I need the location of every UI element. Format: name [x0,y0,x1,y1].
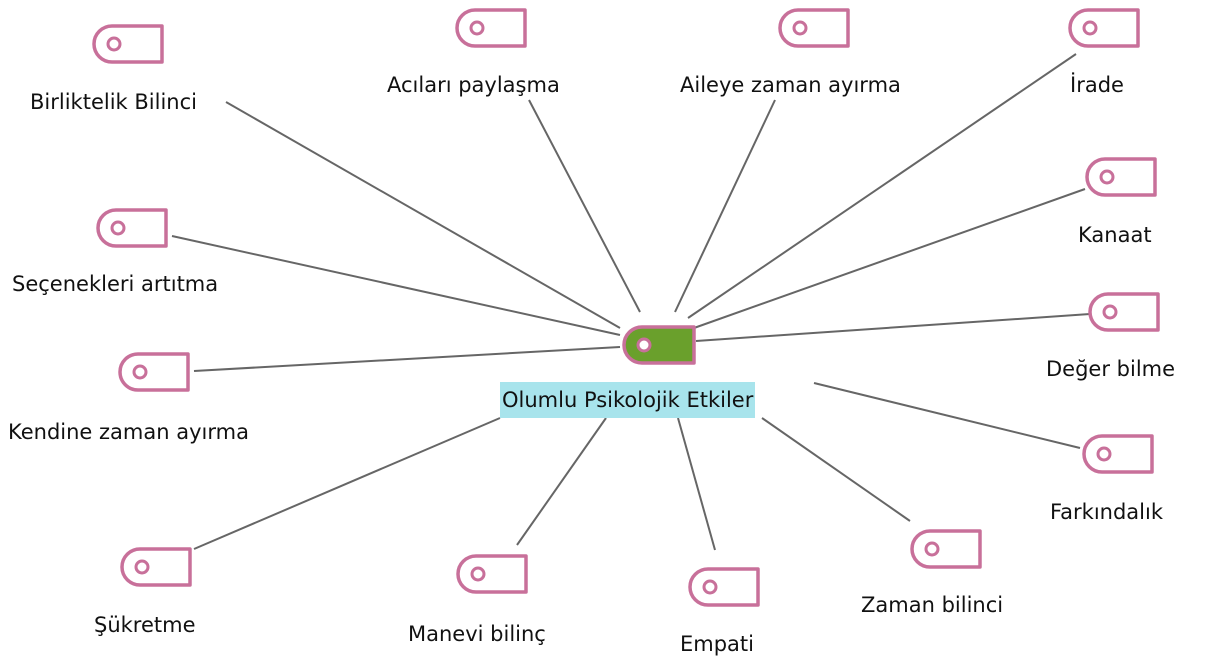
farkindalik-tag-icon[interactable] [1082,434,1154,478]
sukretme-tag-icon[interactable] [120,547,192,591]
aileye-zaman-ayirma-tag-icon[interactable] [778,8,850,52]
connector-zaman [761,417,911,522]
kanaat-tag-icon[interactable] [1085,157,1157,201]
zaman-bilinci-tag-icon[interactable] [910,529,982,573]
kendine-zaman-ayirma-label[interactable]: Kendine zaman ayırma [8,420,249,444]
connector-acilari [528,99,641,313]
deger-bilme-tag-icon[interactable] [1088,292,1160,336]
acilari-paylasma-label[interactable]: Acıları paylaşma [387,73,560,97]
connector-kanaat [693,188,1086,329]
deger-bilme-label[interactable]: Değer bilme [1046,357,1176,381]
birliktelik-bilinci-tag-icon[interactable] [92,24,164,68]
secenekleri-artitma-tag-icon[interactable] [96,208,168,252]
manevi-bilinc-tag-icon[interactable] [456,554,528,598]
irade-tag-icon[interactable] [1068,8,1140,52]
acilari-paylasma-tag-icon[interactable] [455,8,527,52]
empati-tag-icon[interactable] [688,567,760,611]
central-node-tag-icon[interactable] [622,325,696,369]
connector-empati [677,417,716,551]
connector-manevi [516,417,607,546]
secenekleri-artitma-label[interactable]: Seçenekleri artıtma [12,272,219,296]
connector-sukretme [193,417,501,550]
central-node-label[interactable]: Olumlu Psikolojik Etkiler [500,382,756,418]
kendine-zaman-ayirma-tag-icon[interactable] [118,352,190,396]
birliktelik-bilinci-label[interactable]: Birliktelik Bilinci [30,90,197,114]
connector-kendine [193,346,621,372]
connector-irade [687,53,1077,319]
kanaat-label[interactable]: Kanaat [1078,223,1152,247]
irade-label[interactable]: İrade [1070,73,1124,97]
connector-deger [695,313,1091,342]
manevi-bilinc-label[interactable]: Manevi bilinç [408,622,546,646]
empati-label[interactable]: Empati [680,632,754,656]
connector-farkindalik [813,382,1081,449]
sukretme-label[interactable]: Şükretme [94,613,196,637]
farkindalik-label[interactable]: Farkındalık [1050,500,1163,524]
connector-secenekleri [171,235,621,336]
connector-aileye [674,99,776,313]
zaman-bilinci-label[interactable]: Zaman bilinci [861,593,1004,617]
connector-birliktelik [225,101,621,329]
aileye-zaman-ayirma-label[interactable]: Aileye zaman ayırma [680,73,901,97]
